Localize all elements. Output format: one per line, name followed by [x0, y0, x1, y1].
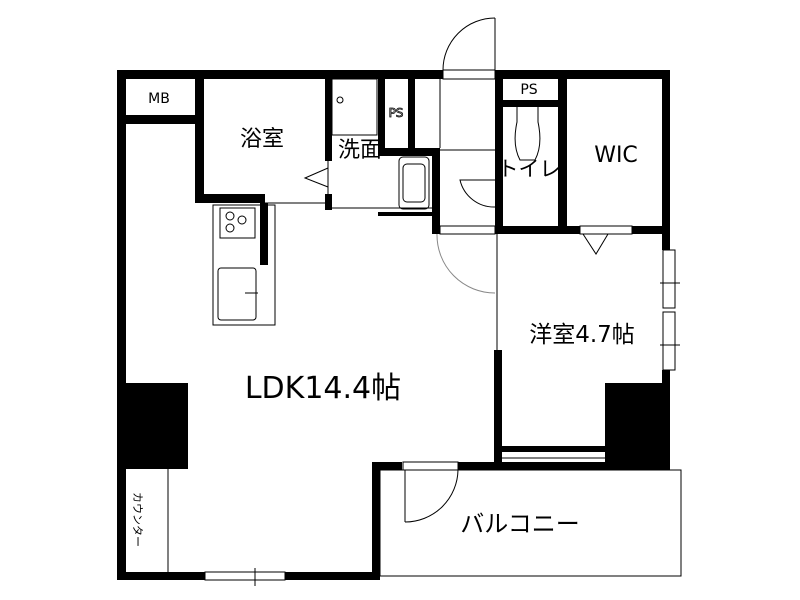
wic-door-marker [582, 233, 609, 255]
label-western-room: 洋室4.7帖 [529, 322, 635, 348]
label-ps-toilet: PS [520, 82, 537, 98]
label-bath: 浴室 [240, 127, 284, 152]
label-balcony: バルコニー [460, 510, 580, 538]
western-room-walls [436, 233, 605, 462]
label-counter: カウンター [131, 492, 144, 547]
label-ldk: LDK14.4帖 [245, 371, 401, 406]
entrance [439, 79, 496, 235]
label-wic: WIC [594, 143, 638, 168]
toilet-door [459, 179, 496, 208]
column-right [605, 383, 670, 470]
mb-wall [117, 115, 202, 124]
toilet-bowl-icon [514, 107, 541, 161]
label-washroom: 洗面 [338, 138, 382, 163]
kitchen-counter [212, 203, 276, 326]
western-room-window [660, 249, 680, 371]
label-mb: MB [148, 91, 170, 107]
washing-machine-icon [398, 156, 430, 210]
sink-icon [217, 267, 257, 321]
bath-walls [195, 79, 332, 210]
balcony-outline [379, 461, 682, 577]
ldk-window [204, 568, 286, 586]
label-ps-small: PS [389, 106, 404, 120]
washroom-fixtures [331, 78, 440, 234]
stove-icon [219, 207, 256, 239]
entrance-door [442, 17, 496, 80]
label-toilet: トイレ [498, 157, 561, 181]
column-left [117, 383, 188, 469]
toilet-walls [459, 79, 670, 255]
